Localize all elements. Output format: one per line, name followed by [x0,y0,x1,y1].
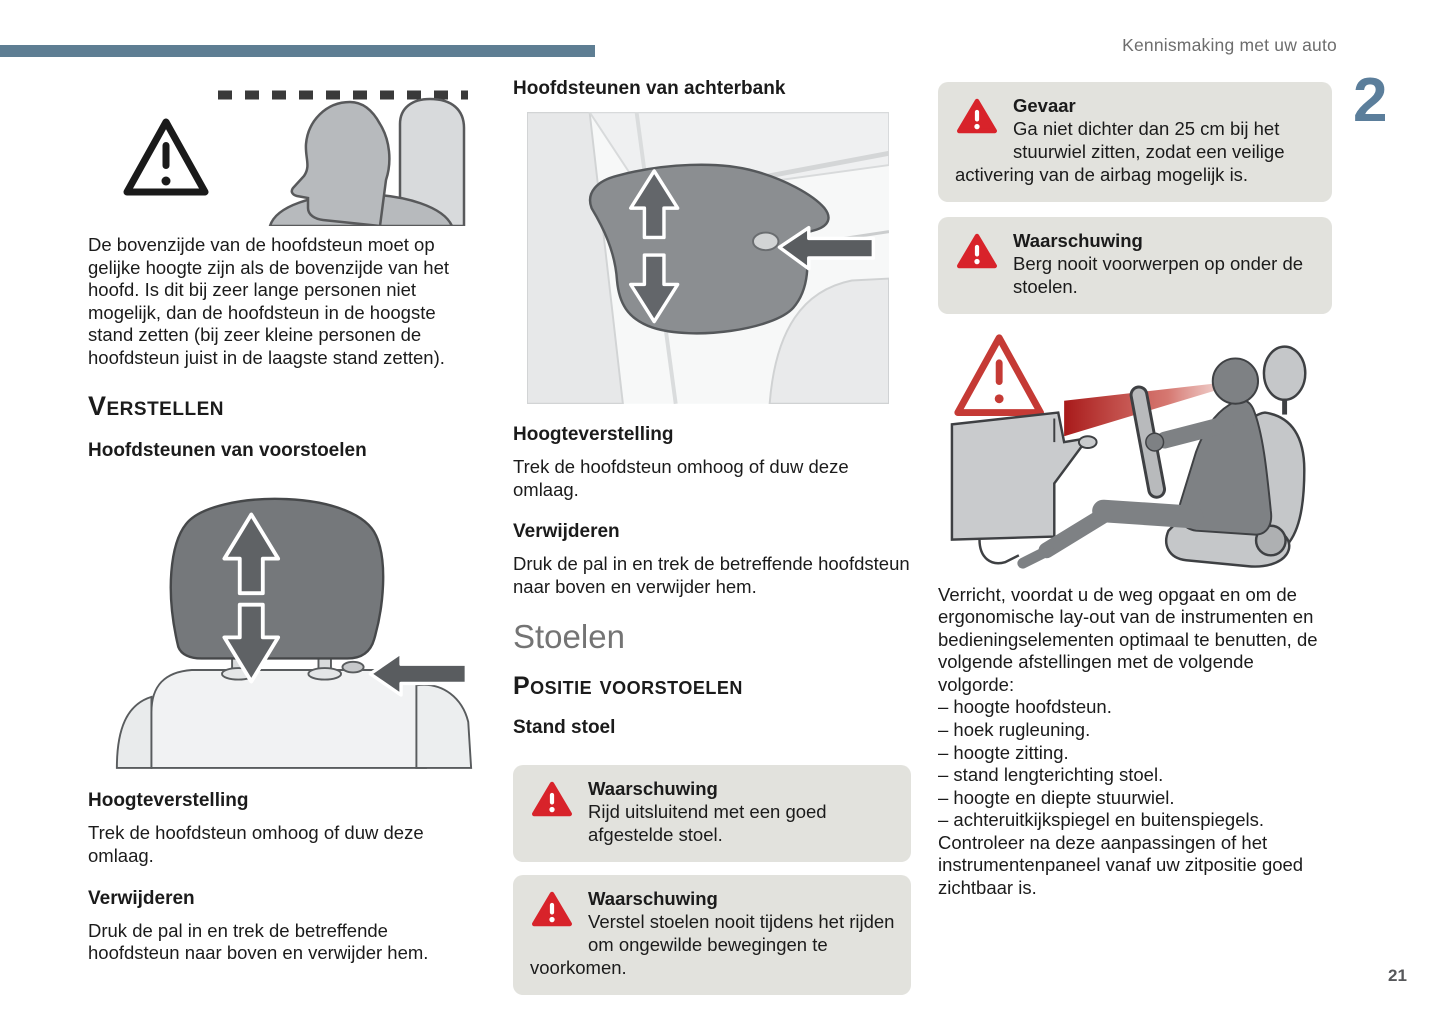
dashboard-shape [950,410,1091,541]
driver-leg [1038,504,1116,558]
remove-heading: Verwijderen [513,521,620,543]
release-button [752,231,780,252]
column-stalk [1077,434,1098,449]
arrow-left-icon [777,225,876,271]
warning-title: Waarschuwing [588,888,718,910]
ergonomics-intro: Verricht, voordat u de weg opgaat en om … [938,583,1318,695]
section-position-front-seats: Positie voorstoelen [513,672,743,701]
warning-text: Berg nooit voorwerpen op onder de stoele… [1013,252,1304,297]
driver-thigh [1092,499,1204,528]
remove-text: Druk de pal in en trek de betreffende ho… [513,553,910,597]
warning-triangle-icon [957,98,997,134]
release-button [341,661,365,674]
list-item: – hoek rugleuning. [938,718,1091,740]
list-item: – hoogte hoofdsteun. [938,696,1112,718]
arrow-down-icon [628,253,680,324]
column-left: De bovenzijde van de hoofdsteun moet op … [88,84,473,965]
warning-triangle-icon [532,782,572,817]
list-item: – stand lengterichting stoel. [938,764,1164,786]
warning-triangle-icon [532,891,572,927]
front-headrest-illustration [115,498,473,770]
rear-headrest-illustration [527,112,889,404]
warning-text: Verstel stoelen nooit tijdens het rijden… [530,911,895,978]
section-verstellen: Verstellen [88,391,224,422]
headrest-height-diagram [123,90,468,226]
headrest-shape [398,97,466,226]
accent-bar [0,45,595,57]
arrow-down-icon [222,603,281,684]
height-adjust-text: Trek de hoofdsteun omhoog of duw deze om… [513,456,849,500]
danger-text: Ga niet dichter dan 25 cm bij het stuurw… [955,117,1285,185]
warning-title: Waarschuwing [588,778,718,800]
warning-text: Rijd uitsluitend met een goed afgestelde… [588,801,827,846]
warning-triangle-icon [957,233,997,268]
arrow-up-icon [222,512,281,596]
headrest-shape [169,498,385,661]
intro-paragraph: De bovenzijde van de hoofdsteun moet op … [88,234,449,368]
remove-heading: Verwijderen [88,887,195,909]
rear-headrest-heading: Hoofdsteunen van achterbank [513,78,786,99]
warning-box: Waarschuwing Verstel stoelen nooit tijde… [513,875,911,995]
danger-title: Gevaar [1013,95,1076,116]
arrow-left-icon [368,651,468,698]
stand-stoel-heading: Stand stoel [513,717,616,739]
danger-box: Gevaar Ga niet dichter dan 25 cm bij het… [938,82,1332,202]
remove-text: Druk de pal in en trek de betreffende ho… [88,919,429,964]
pedal-shape [978,539,1020,564]
warning-box: Waarschuwing Rijd uitsluitend met een go… [513,765,911,863]
seats-title: Stoelen [513,618,625,656]
driver-arm [1156,415,1234,449]
height-adjust-text: Trek de hoofdsteun omhoog of duw deze om… [88,822,424,866]
driver-foot [1017,544,1054,569]
page-number: 21 [1388,966,1407,985]
chapter-number: 2 [1353,66,1388,135]
seat-headrest [1262,344,1307,401]
column-right: Gevaar Ga niet dichter dan 25 cm bij het… [938,78,1332,899]
driver-torso [1178,398,1273,536]
height-adjust-heading: Hoogteverstelling [513,424,674,445]
ergonomics-outro: Controleer na deze aanpassingen of het i… [938,831,1304,898]
driving-position-illustration [950,333,1307,569]
list-item: – hoogte en diepte stuurwiel. [938,786,1175,808]
list-item: – achteruitkijkspiegel en buitenspiegels… [938,809,1265,831]
warning-box: Waarschuwing Berg nooit voorwerpen op on… [938,216,1332,314]
height-adjust-heading: Hoogteverstelling [88,790,249,812]
page-header-title: Kennismaking met uw auto [1122,35,1337,55]
adjustments-list: – hoogte hoofdsteun. – hoek rugleuning. … [938,696,1332,831]
driver-head [1211,357,1260,405]
column-middle: Hoofdsteunen van achterbank Hoogteverste… [513,78,911,995]
warning-title: Waarschuwing [1013,229,1143,251]
head-silhouette [290,100,391,226]
arrow-up-icon [628,169,680,240]
subsection-front-headrests: Hoofdsteunen van voorstoelen [88,440,367,462]
list-item: – hoogte zitting. [938,741,1069,763]
